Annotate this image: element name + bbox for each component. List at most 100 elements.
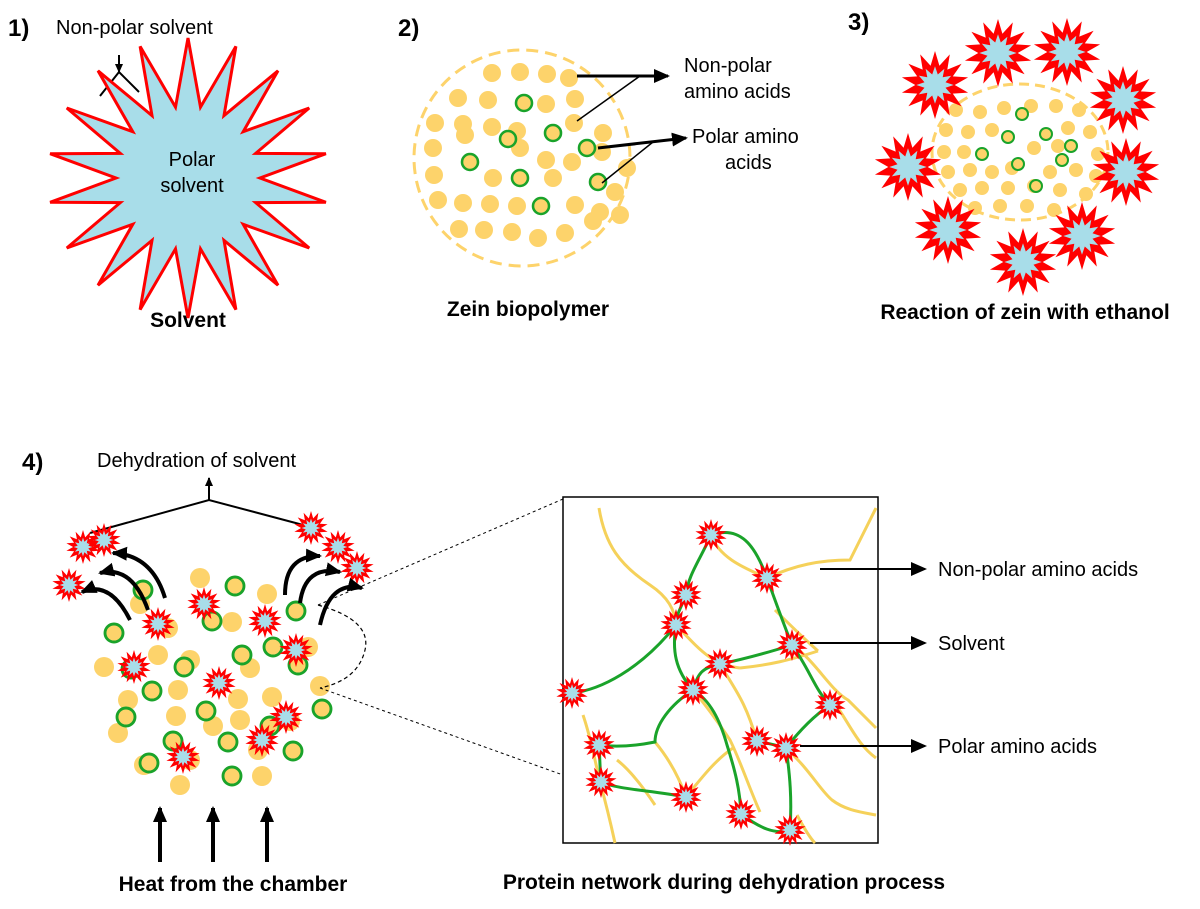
nonpolar-amino-acid (937, 145, 951, 159)
solvent-star-core (748, 732, 766, 750)
network-solvent-star (725, 798, 757, 830)
ethanol-solvent-star (874, 133, 942, 201)
dehydrating-solvent-star (279, 633, 313, 667)
panel-4-solvent-stars (52, 511, 374, 774)
network-solvent-star (556, 677, 588, 709)
dehydrating-solvent-star (321, 530, 355, 564)
nonpolar-amino-acid (594, 124, 612, 142)
ethanol-solvent-star (1033, 18, 1101, 86)
dehydration-pointer (89, 498, 323, 534)
nonpolar-amino-acid (1072, 103, 1086, 117)
zein-amino-acids (424, 63, 636, 247)
nonpolar-amino-acid (118, 690, 138, 710)
network-caption: Protein network during dehydration proce… (503, 871, 945, 894)
nonpolar-amino-acid (1083, 125, 1097, 139)
solvent-star-core (255, 611, 275, 631)
evaporation-arrow-left-1 (80, 580, 132, 621)
nonpolar-amino-acid (544, 169, 562, 187)
nonpolar-amino-acid (1043, 165, 1057, 179)
nonpolar-amino-acid (1027, 141, 1041, 155)
network-solvent-star (814, 689, 846, 721)
dehydrating-solvent-star (248, 604, 282, 638)
nonpolar-amino-acid (429, 191, 447, 209)
nonpolar-chain (795, 814, 817, 845)
ethanol-solvent-star (964, 19, 1032, 87)
nonpolar-amino-acid (563, 153, 581, 171)
solvent-star-core (1004, 243, 1042, 281)
polar-chain (598, 688, 694, 748)
solvent-star-core (783, 636, 801, 654)
nonpolar-amino-acid (611, 206, 629, 224)
solvent-star-core (148, 614, 168, 634)
polar-amino-acid (231, 644, 253, 666)
solvent-star-core (929, 211, 967, 249)
panel-1-number: 1) (8, 15, 29, 42)
nonpolar-amino-acid (985, 123, 999, 137)
solvent-star-core (276, 707, 296, 727)
dehydrating-solvent-star (141, 607, 175, 641)
nonpolar-amino-acid (484, 169, 502, 187)
network-solvent-star (741, 725, 773, 757)
nonpolar-solvent-label: Non-polar solvent (56, 17, 213, 39)
dehydrating-solvent-star (202, 666, 236, 700)
solvent-star (49, 37, 327, 319)
evaporation-arrow-left-3 (111, 546, 167, 599)
panel-2-zein: 2) Non-polar amino acids Polar amino aci… (398, 15, 799, 321)
nonpolar-amino-acid (975, 181, 989, 195)
nonpolar-amino-acid (1051, 139, 1065, 153)
nonpolar-amino-acid (1020, 199, 1034, 213)
polar-amino-acid (103, 622, 125, 644)
polar-amino-acid (285, 600, 307, 622)
evaporation-arrow-right-2 (298, 562, 342, 604)
network-solvent-star (751, 562, 783, 594)
solvent-star-core (979, 34, 1017, 72)
nonpolar-amino-acid (953, 183, 967, 197)
solvent-star-body (49, 37, 327, 319)
polar-amino-acid (1029, 179, 1043, 193)
nonpolar-amino-acid (94, 657, 114, 677)
nonpolar-chain (791, 643, 878, 730)
nonpolar-amino-acid (1091, 147, 1105, 161)
network-solvent-star (583, 729, 615, 761)
polar-amino-acid (115, 706, 137, 728)
nonpolar-chain (597, 507, 678, 626)
nonpolar-amino-acid (997, 101, 1011, 115)
dehydrating-solvent-star (66, 530, 100, 564)
solvent-star-core (301, 518, 321, 538)
solvent-star-core (124, 657, 144, 677)
polar-amino-acid (543, 123, 563, 143)
polar-amino-acid (173, 656, 195, 678)
ethanol-solvent-star (989, 228, 1057, 296)
polar-amino-acid (262, 636, 284, 658)
nonpolar-amino-acid (168, 680, 188, 700)
solvent-star-core (1107, 153, 1145, 191)
network-solvent-star (677, 674, 709, 706)
nonpolar-amino-acid (973, 105, 987, 119)
network-polar-label: Polar amino acids (938, 736, 1097, 758)
heat-caption: Heat from the chamber (119, 873, 348, 896)
nonpolar-amino-acid (560, 69, 578, 87)
solvent-star-core (711, 655, 729, 673)
nonpolar-amino-acid (618, 159, 636, 177)
dehydrating-solvent-star (340, 551, 374, 585)
nonpolar-chain (739, 649, 819, 670)
network-solvent-star (704, 648, 736, 680)
nonpolar-amino-acid (148, 645, 168, 665)
network-solvent-star (660, 609, 692, 641)
panel-2-caption: Zein biopolymer (447, 298, 609, 321)
protein-network: Non-polar amino acids Solvent Polar amin… (503, 496, 1138, 894)
solvent-star-core (286, 640, 306, 660)
nonpolar-amino-acid (584, 212, 602, 230)
nonpolar-amino-acid (606, 183, 624, 201)
network-solvent-star (695, 519, 727, 551)
zein-boundary (412, 48, 632, 268)
polar-amino-acid (460, 152, 480, 172)
polar-amino-acid (577, 138, 597, 158)
ethanol-solvent-star (1089, 66, 1157, 134)
polar-amino-acid (588, 172, 608, 192)
polar-chain (692, 688, 743, 815)
solvent-star-core (563, 684, 581, 702)
nonpolar-amino-acid (222, 612, 242, 632)
solvent-star-core (328, 537, 348, 557)
nonpolar-amino-acid (529, 229, 547, 247)
